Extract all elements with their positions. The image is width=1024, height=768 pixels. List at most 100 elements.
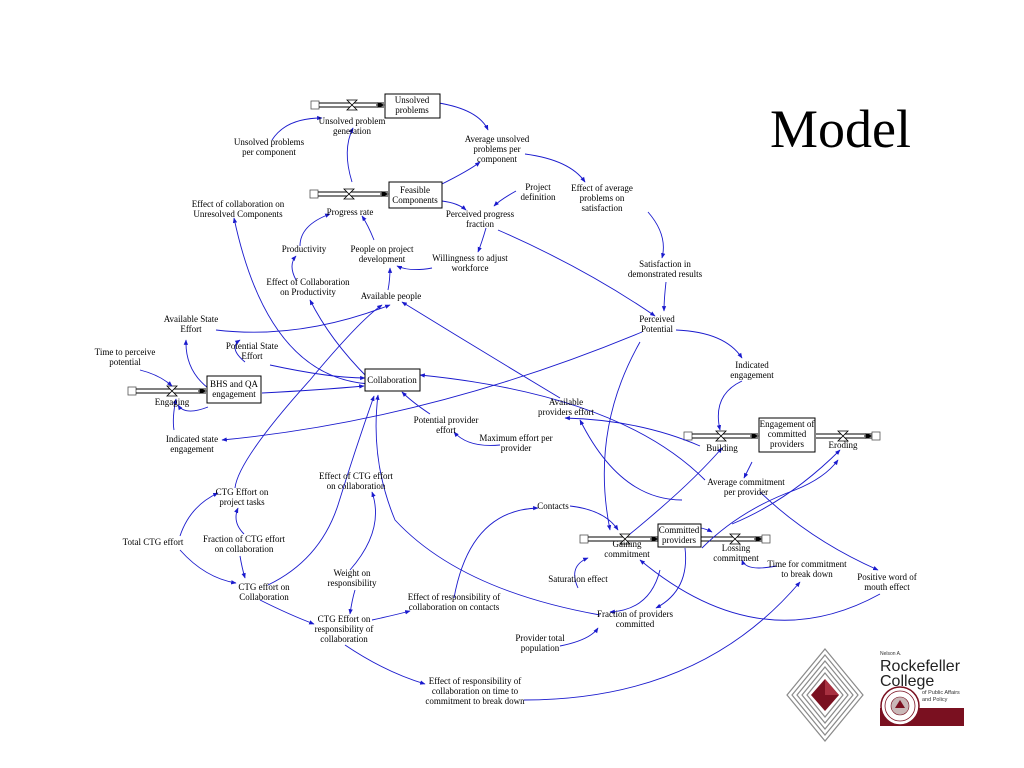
var-available-people: Available people	[361, 291, 422, 301]
var-ctg-resp-line-3: collaboration	[320, 634, 368, 644]
source-cloud-engaging	[127, 386, 137, 396]
var-available-state-line-1: Available State	[164, 314, 219, 324]
stock-unsolved-problems-line-2: problems	[395, 105, 429, 115]
stock-unsolved-problems-line-1: Unsolved	[395, 95, 430, 105]
stock-committed-providers[interactable]: Committed providers	[657, 523, 702, 548]
var-max-effort-line-2: provider	[501, 443, 532, 453]
var-ctg-collab-line-2: Collaboration	[239, 592, 289, 602]
stock-engagement-committed-providers[interactable]: Engagement of committed providers	[758, 417, 816, 453]
var-perceived-progress-line-2: fraction	[466, 219, 494, 229]
stock-collaboration-line-1: Collaboration	[367, 375, 417, 385]
var-potential-provider-line-1: Potential provider	[414, 415, 479, 425]
var-productivity: Productivity	[282, 244, 327, 254]
source-cloud-building	[683, 431, 693, 441]
valve-engaging	[166, 385, 178, 397]
stock-bhs-qa-engagement[interactable]: BHS and QA engagement	[206, 375, 262, 404]
stock-unsolved-problems[interactable]: Unsolved problems	[384, 93, 441, 119]
flow-gaining-commitment-line-2: commitment	[604, 549, 650, 559]
var-effect-resp-time-line-1: Effect of responsibility of	[429, 676, 522, 686]
stock-feasible-components[interactable]: Feasible Components	[388, 181, 443, 209]
valve-losing	[729, 533, 741, 545]
flow-losing-commitment-line-2: commitment	[713, 553, 759, 563]
var-avg-commitment-line-2: per provider	[724, 487, 768, 497]
var-available-state-line-2: Effort	[180, 324, 202, 334]
var-provider-population-line-1: Provider total	[515, 633, 565, 643]
var-fraction-ctg-line-1: Fraction of CTG effort	[203, 534, 286, 544]
sink-cloud-losing	[761, 534, 771, 544]
var-willingness-line-2: workforce	[452, 263, 489, 273]
var-effect-avg-satisfaction-line-2: problems on	[580, 193, 625, 203]
var-people-development-line-2: development	[359, 254, 406, 264]
sink-cloud-eroding	[871, 431, 881, 441]
pipe-building	[692, 433, 758, 439]
var-effect-collab-unresolved-line-1: Effect of collaboration on	[192, 199, 285, 209]
stock-committed-providers-line-1: Committed	[659, 525, 700, 535]
var-max-effort-line-1: Maximum effort per	[479, 433, 552, 443]
stock-committed-providers-line-2: providers	[662, 535, 696, 545]
source-cloud-gaining	[579, 534, 589, 544]
var-effect-resp-time-line-3: commitment to break down	[425, 696, 525, 706]
var-ctg-collab-line-1: CTG effort on	[238, 582, 290, 592]
var-willingness-line-1: Willingness to adjust	[432, 253, 508, 263]
stock-feasible-components-line-1: Feasible	[400, 185, 430, 195]
valve-progress	[343, 188, 355, 200]
var-time-commitment-line-1: Time for commitment	[767, 559, 847, 569]
var-ctg-resp-line-2: responsibility of	[315, 624, 374, 634]
flow-gaining-commitment-line-1: Gaining	[613, 539, 642, 549]
flow-progress-rate: Progress rate	[327, 207, 374, 217]
stock-engagement-committed-providers-line-3: providers	[770, 439, 804, 449]
var-contacts: Contacts	[537, 501, 569, 511]
stock-collaboration[interactable]: Collaboration	[364, 368, 421, 392]
logo-line-1: Nelson A.	[880, 651, 901, 657]
var-perceived-potential-line-1: Perceived	[639, 314, 675, 324]
var-time-commitment-line-2: to break down	[781, 569, 833, 579]
var-avg-unsolved-line-3: component	[477, 154, 517, 164]
var-potential-state-line-2: Effort	[241, 351, 263, 361]
var-effect-collab-unresolved-line-2: Unresolved Components	[193, 209, 283, 219]
logo-line-4: of Public Affairs	[922, 690, 960, 696]
var-indicated-state-line-1: Indicated state	[166, 434, 218, 444]
var-avg-commitment-line-1: Average commitment	[707, 477, 785, 487]
var-indicated-engagement-line-2: engagement	[730, 370, 774, 380]
logo-line-3: College	[880, 673, 934, 690]
var-indicated-engagement-line-1: Indicated	[735, 360, 769, 370]
var-perceived-progress-line-1: Perceived progress	[446, 209, 515, 219]
var-time-perceive-line-1: Time to perceive	[95, 347, 156, 357]
var-effect-avg-satisfaction-line-3: satisfaction	[582, 203, 623, 213]
var-effect-ctg-collab-line-1: Effect of CTG effort	[319, 471, 393, 481]
stock-feasible-components-line-2: Components	[392, 195, 438, 205]
var-potential-state-line-1: Potential State	[226, 341, 278, 351]
source-cloud-unsolved	[310, 100, 320, 110]
flow-building: Building	[706, 443, 738, 453]
flow-engaging: Engaging	[155, 397, 190, 407]
diamond-logo	[786, 648, 864, 742]
var-perceived-potential-line-2: Potential	[641, 324, 673, 334]
var-potential-provider-line-2: effort	[436, 425, 456, 435]
var-unsolved-per-component-line-2: per component	[242, 147, 296, 157]
flow-losing-commitment-line-1: Lossing	[722, 543, 751, 553]
var-effect-avg-satisfaction-line-1: Effect of average	[571, 183, 633, 193]
var-provider-population-line-2: population	[521, 643, 560, 653]
stock-engagement-committed-providers-line-1: Engagement of	[760, 419, 815, 429]
source-cloud-feasible	[309, 189, 319, 199]
var-positive-word-line-1: Positive word of	[857, 572, 917, 582]
